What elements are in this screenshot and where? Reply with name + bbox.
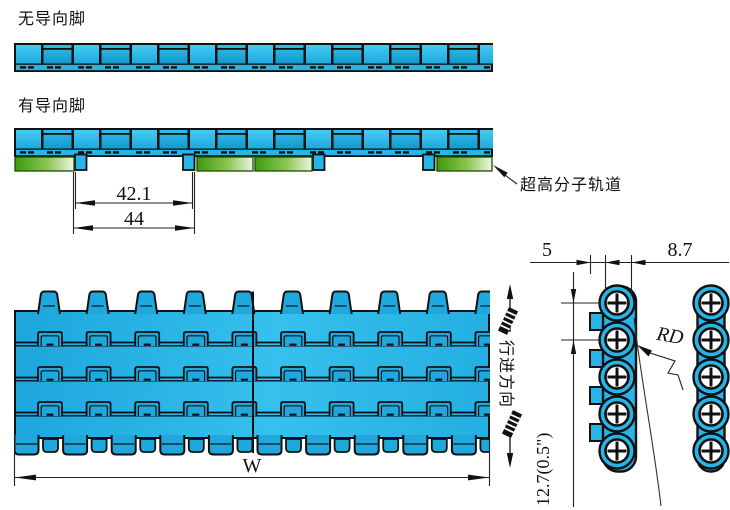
- dimension-arrows: [14, 474, 490, 481]
- label-uhmw-track: 超高分子轨道: [520, 176, 622, 194]
- uhmw-rail-segment: [14, 156, 75, 172]
- dim-foot-inner: 42.1: [117, 183, 152, 205]
- side-view-no-feet: [14, 43, 493, 72]
- label-travel-direction: 行进方向: [497, 340, 515, 408]
- edge-view-left-chain: [589, 284, 638, 473]
- speed-mark-icon: [497, 306, 519, 336]
- dimension-arrows: [576, 259, 646, 266]
- dimension-pitch: [561, 272, 601, 507]
- dimension-arrows: [73, 200, 195, 231]
- label-with-guide-feet: 有导向脚: [18, 97, 86, 115]
- up-arrow-icon: [506, 284, 514, 299]
- down-arrow-icon: [506, 453, 514, 468]
- leader-arrow: [637, 345, 652, 357]
- uhmw-rails: [14, 156, 493, 172]
- hinge-band: [15, 366, 490, 382]
- side-view-with-feet: [14, 128, 493, 172]
- plan-view: [14, 290, 490, 456]
- dimension-arrows: [570, 289, 577, 354]
- label-no-guide-feet: 无导向脚: [18, 10, 86, 28]
- dimension-top: [530, 255, 729, 294]
- bend-radius-arc: [633, 317, 662, 507]
- leader-arrow: [493, 165, 508, 178]
- hinge-band: [15, 331, 490, 347]
- dimension-belt-width: [13, 432, 491, 486]
- uhmw-rail-segment: [254, 156, 313, 172]
- speed-mark-icon: [501, 409, 523, 439]
- dim-edge-width: 8.7: [668, 239, 693, 261]
- uhmw-rail-segment: [436, 156, 493, 172]
- guide-foot: [74, 153, 88, 171]
- travel-direction: 行进方向: [497, 284, 523, 468]
- guide-foot: [422, 153, 436, 171]
- bend-radius-callout: RD: [633, 317, 686, 507]
- hinge-band: [15, 401, 490, 417]
- dim-pitch: 12.7(0.5"): [533, 433, 554, 506]
- dim-belt-width: W: [243, 455, 262, 477]
- dim-foot-outer: 44: [124, 208, 144, 230]
- dim-tab-depth: 5: [542, 239, 552, 261]
- guide-foot: [312, 153, 326, 171]
- edge-view-right-chain: [692, 284, 730, 473]
- uhmw-track-callout: 超高分子轨道: [493, 165, 622, 194]
- dim-bend-radius: RD: [654, 323, 686, 350]
- uhmw-rail-segment: [196, 156, 254, 172]
- guide-foot: [182, 153, 196, 171]
- guide-feet: [74, 153, 436, 171]
